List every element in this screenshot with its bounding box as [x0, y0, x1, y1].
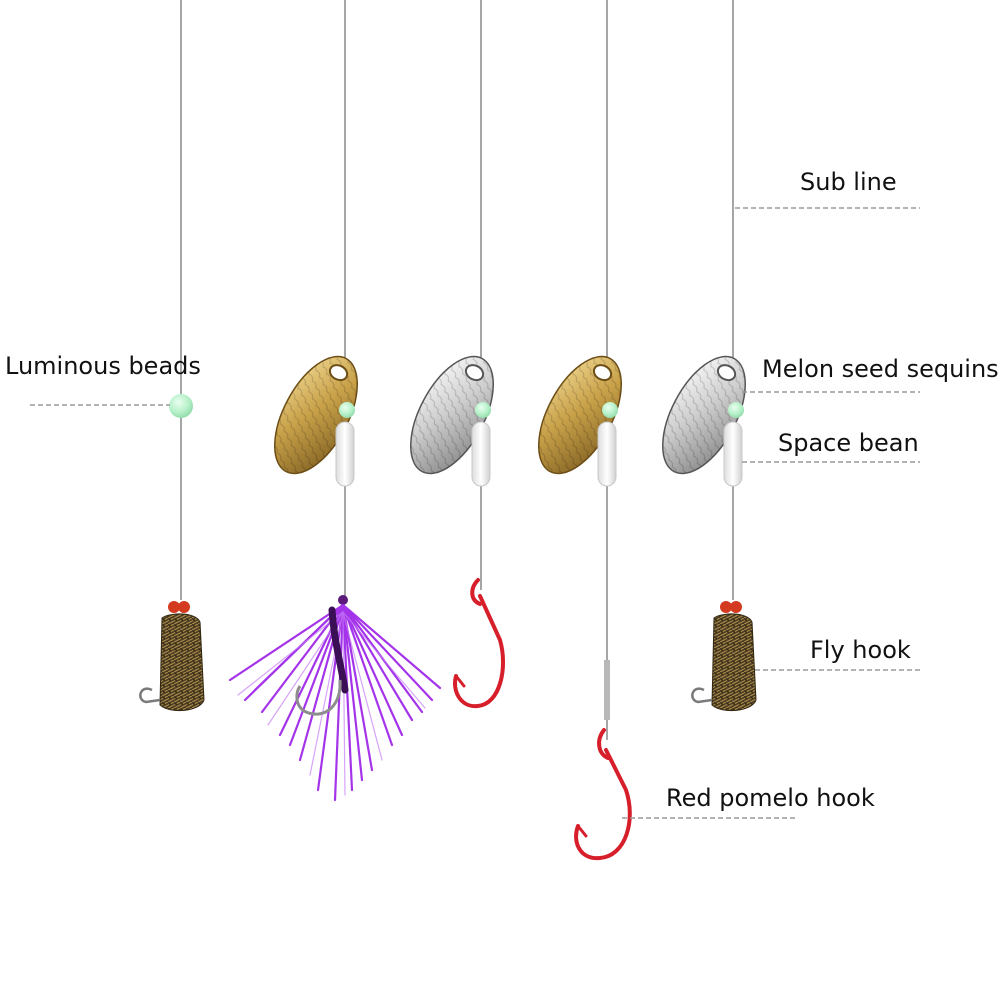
- label-red-pomelo-hook: Red pomelo hook: [666, 784, 875, 812]
- luminous-bead-3: [475, 402, 491, 418]
- luminous-bead-4: [602, 402, 618, 418]
- feather-hook: [228, 595, 442, 802]
- leader-lines: [30, 207, 920, 819]
- fly-hook-2: [691, 601, 757, 712]
- label-fly-hook: Fly hook: [810, 636, 911, 664]
- blade-silver-1: [410, 355, 494, 475]
- label-space-bean: Space bean: [778, 429, 919, 457]
- label-sub-line: Sub line: [800, 168, 897, 196]
- blade-gold-1: [274, 355, 358, 475]
- red-hook: [453, 578, 505, 709]
- label-melon-seed-sequins: Melon seed sequins: [762, 355, 999, 383]
- fly-hook-1: [139, 601, 205, 712]
- red-pomelo-hook: [574, 660, 632, 861]
- luminous-bead-5: [728, 402, 744, 418]
- luminous-beads: [169, 394, 744, 418]
- space-bean-3: [471, 421, 491, 487]
- luminous-bead-1: [169, 394, 193, 418]
- space-bean-2: [335, 421, 355, 487]
- label-luminous-beads: Luminous beads: [5, 352, 201, 380]
- blade-silver-2: [662, 355, 746, 475]
- luminous-bead-2: [339, 402, 355, 418]
- sub-lines: [180, 0, 734, 740]
- blade-gold-2: [538, 355, 622, 475]
- space-bean-4: [597, 421, 617, 487]
- space-bean-5: [723, 421, 743, 487]
- space-beans: [335, 421, 743, 487]
